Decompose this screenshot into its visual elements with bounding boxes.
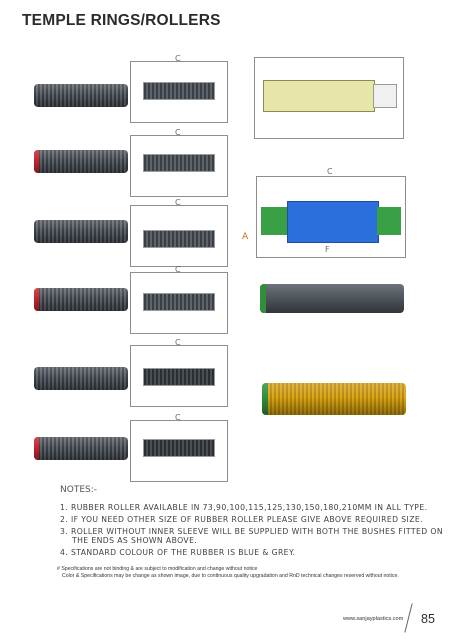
roller-photo-grey-2 [34,220,128,243]
drawing-roller [143,439,215,457]
roller-photo-grey-3 [34,367,128,390]
drawing-box-sleeve [254,57,404,139]
sleeve-bush-right [373,84,397,108]
disclaimer-line-2: Color & Specifications may be change as … [62,573,399,580]
dimension-label-c: C [175,413,181,422]
drawing-box-3: C [130,198,228,267]
dimension-label-c: C [175,198,181,207]
note-item: THE ENDS AS SHOWN ABOVE. [72,536,198,546]
dimension-label-a: A [242,232,249,242]
green-bush-right [377,207,401,235]
footer-divider [404,603,413,633]
blue-sleeve [287,201,379,243]
drawing-roller [143,154,215,172]
notes-list: 1. RUBBER ROLLER AVAILABLE IN 73,90,100,… [60,503,443,560]
roller-photo-red-cap-3 [34,437,128,460]
sleeve-body [263,80,375,112]
dimension-label-c: C [175,54,181,63]
drawing-box-2: C [130,128,228,197]
disclaimer-line-1: # Specifications are not binding & are s… [57,566,258,572]
note-item: 3. ROLLER WITHOUT INNER SLEEVE WILL BE S… [60,527,443,536]
roller-photo-green-cap [260,284,404,313]
drawing-roller [143,368,215,386]
roller-photo-red-cap-1 [34,150,128,173]
drawing-box-1: C [130,54,228,123]
roller-photo-yellow [262,383,406,415]
dimension-label-c: C [327,167,333,176]
website-link[interactable]: www.sanjayplastics.com [343,616,404,622]
roller-photo-grey-1 [34,84,128,107]
drawing-box-blue-sleeve: C F [256,167,406,258]
drawing-roller [143,293,215,311]
dimension-label-c: C [175,128,181,137]
roller-photo-red-cap-2 [34,288,128,311]
drawing-roller [143,230,215,248]
dimension-label-c: C [175,265,181,274]
drawing-box-4: C [130,265,228,334]
page-title: TEMPLE RINGS/ROLLERS [22,12,221,29]
page-number: 85 [421,612,435,626]
note-item: 4. STANDARD COLOUR OF THE RUBBER IS BLUE… [60,548,296,558]
green-bush-left [261,207,287,235]
dimension-label-c: C [175,338,181,347]
note-item: 1. RUBBER ROLLER AVAILABLE IN 73,90,100,… [60,503,428,512]
drawing-box-5: C [130,338,228,407]
drawing-box-6: C [130,413,228,482]
disclaimer: # Specifications are not binding & are s… [57,566,399,580]
drawing-roller [143,82,215,100]
notes-label: NOTES:- [60,485,97,495]
dimension-label-f: F [325,245,330,254]
note-item: 2. IF YOU NEED OTHER SIZE OF RUBBER ROLL… [60,515,423,524]
